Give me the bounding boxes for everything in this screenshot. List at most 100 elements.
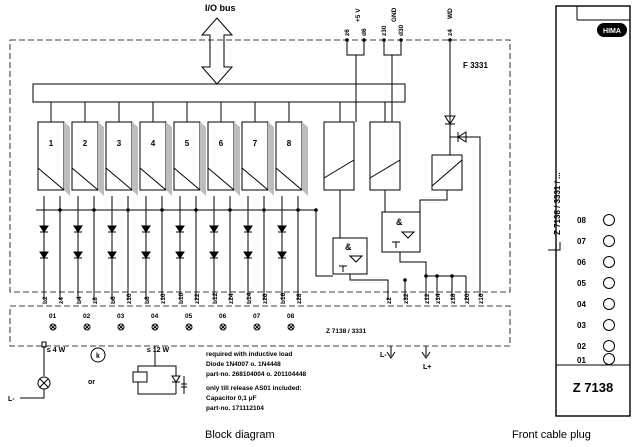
pin-z6: z6 [344, 29, 351, 36]
slot-number: 04 [577, 300, 586, 309]
caption-block-diagram: Block diagram [205, 429, 275, 441]
slot-number: 01 [577, 356, 586, 365]
channel-output-wiring [36, 196, 316, 300]
pin-z30: z30 [381, 25, 388, 36]
and-gate-2: & [381, 211, 421, 253]
channel-stage-4: 4 [139, 121, 172, 196]
pin-wd: WD [447, 8, 454, 19]
pin-label: z2 [386, 297, 393, 304]
output-number: 03 [117, 313, 125, 320]
pin-label: z22 [194, 293, 201, 304]
pin-label: b14 [246, 292, 253, 304]
pin-label: b4 [76, 296, 83, 304]
pin-label: z10 [160, 293, 167, 304]
relay-coil-symbol: k [90, 347, 106, 363]
gate-junctions [403, 274, 454, 282]
slot-number: 05 [577, 279, 586, 288]
bottom-pin-labels: b2 z4 b4 z8 b6 z10 b8 z10 b10 z22 b12 z2… [42, 292, 485, 304]
output-number: 07 [253, 313, 261, 320]
slot-number: 08 [577, 216, 586, 225]
caption-front-cable-plug: Front cable plug [512, 429, 591, 441]
supply-nodes [345, 38, 452, 42]
output-number: 02 [83, 313, 91, 320]
or-label: or [88, 379, 95, 386]
channel-number: 7 [253, 139, 258, 148]
pin-z4: z4 [447, 29, 454, 36]
hima-logo [597, 23, 627, 37]
pin-d30: d30 [398, 24, 405, 36]
output-number: 08 [287, 313, 295, 320]
io-bus-arrow [200, 17, 234, 85]
channel-stage-1: 1 [37, 121, 70, 196]
output-number: 01 [49, 313, 57, 320]
pin-d6: d6 [361, 28, 368, 36]
pin-label: b2 [42, 296, 49, 304]
slot-number: 02 [577, 342, 586, 351]
pin-label: z4 [58, 297, 65, 304]
channel-number: 6 [219, 139, 224, 148]
note-line-1: required with inductive load [206, 351, 292, 358]
notes-block: required with inductive load Diode 1N400… [206, 351, 306, 412]
slot-number: 03 [577, 321, 586, 330]
pin-plus5v: +5 V [355, 8, 362, 22]
output-number: 04 [151, 313, 159, 320]
note-line-6: part-no. 171112104 [206, 405, 264, 412]
relay-k-label: k [96, 353, 100, 360]
pin-label: z8 [92, 297, 99, 304]
pin-label: z10 [126, 293, 133, 304]
pin-label: z32 [403, 293, 410, 304]
channel-number: 5 [185, 139, 190, 148]
gate-symbol: & [345, 242, 352, 252]
pin-label: z20 [464, 293, 471, 304]
gate-symbol: & [396, 217, 403, 227]
gate-wiring [315, 190, 467, 300]
slot-number: 07 [577, 237, 586, 246]
plug-name: Z 7138 [573, 380, 613, 395]
channel-number: 8 [287, 139, 292, 148]
channel-stages: 1 2 3 4 5 6 [37, 121, 308, 196]
pin-label: z18 [450, 293, 457, 304]
plug-vertical-label: Z 7138 / 3331 / ... [553, 172, 562, 235]
pin-label: z28 [296, 293, 303, 304]
front-cable-plug [555, 5, 631, 417]
bus-block [32, 83, 406, 103]
lamp-l-minus: L- [8, 396, 15, 403]
pin-label: z14 [435, 293, 442, 304]
channel-stage-2: 2 [71, 121, 104, 196]
pin-label: b10 [178, 292, 185, 304]
channel-number: 2 [83, 139, 88, 148]
channel-diodes [39, 225, 287, 259]
note-line-3: part-no. 268104004 o. 201104448 [206, 371, 306, 378]
module-frame [9, 39, 511, 293]
channel-stage-7: 7 [241, 121, 274, 196]
module-label: F 3331 [463, 61, 488, 70]
pin-label: b16 [280, 292, 287, 304]
channel-stage-8: 8 [275, 121, 308, 196]
note-line-2: Diode 1N4007 o. 1N4448 [206, 361, 281, 368]
output-number: 06 [219, 313, 227, 320]
plug-slot-labels: 08 07 06 05 04 03 02 01 [577, 216, 586, 365]
channel-stage-3: 3 [105, 121, 138, 196]
plug-slot-leds [603, 214, 615, 365]
channel-number: 3 [117, 139, 122, 148]
output-number: 05 [185, 313, 193, 320]
watchdog-diodes [444, 115, 481, 296]
supply-terminals [386, 346, 431, 359]
note-line-4: only till release AS01 included: [206, 385, 302, 392]
plug-leader [548, 242, 561, 251]
io-bus-label: I/O bus [205, 3, 236, 13]
l-minus-label: L- [380, 352, 387, 359]
supply-pin-labels: z6 +5 V d6 z30 GND d30 z4 WD [344, 7, 454, 36]
pin-label: z24 [228, 293, 235, 304]
cable-label: Z 7138 / 3331 [326, 328, 366, 335]
status-blocks [323, 121, 463, 191]
pin-label: z16 [478, 293, 485, 304]
junction-dots [58, 208, 318, 212]
lamp-rating: ≤ 4 W [47, 347, 66, 354]
load-relay [132, 346, 187, 395]
pin-label: z12 [424, 293, 431, 304]
pin-label: b6 [110, 296, 117, 304]
hima-logo-text: HIMA [603, 28, 621, 35]
and-gate-1: & [332, 237, 368, 275]
